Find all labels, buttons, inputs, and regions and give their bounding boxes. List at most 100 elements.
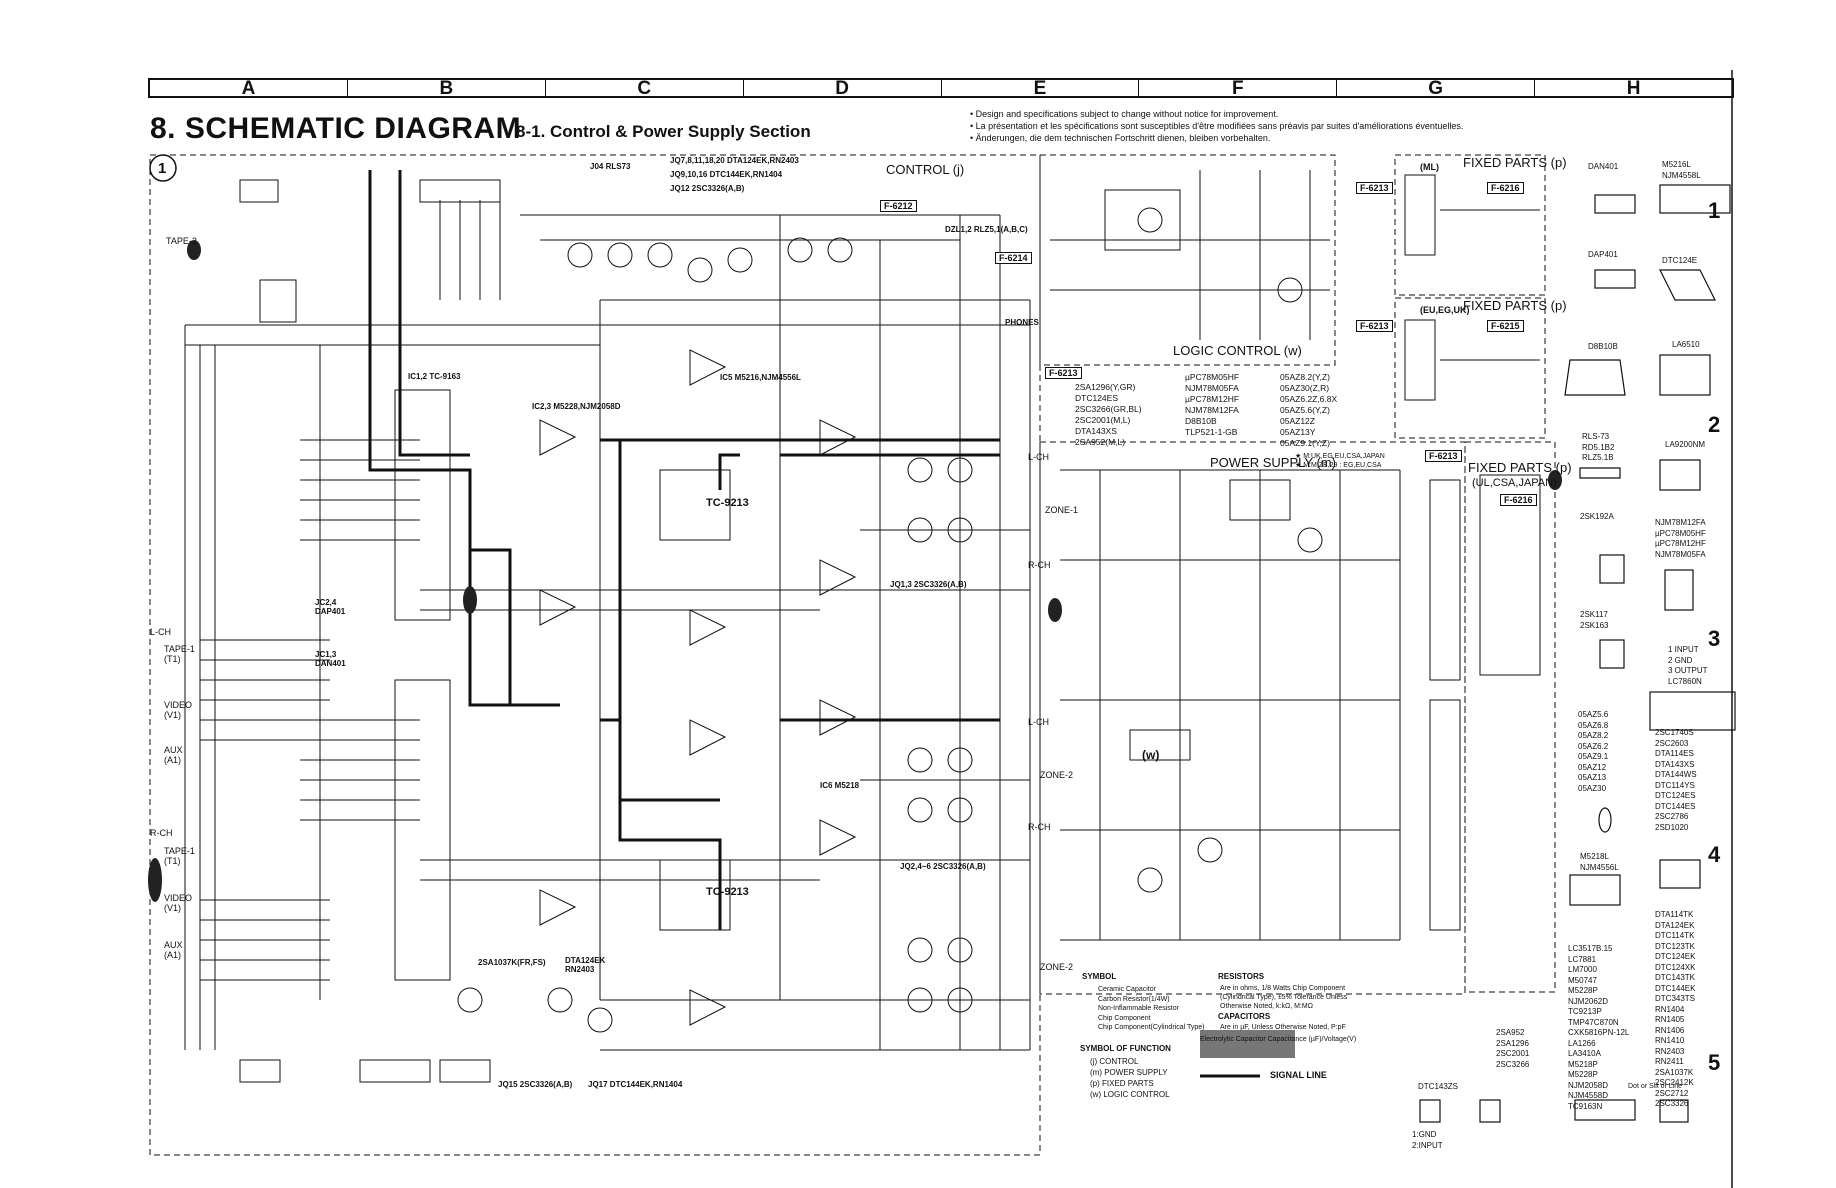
power-note: ★ M:UK,EG,EU,CSA,JAPAN <box>1295 453 1385 460</box>
ic-label: PHONES <box>1005 318 1039 327</box>
sheet-number: 1 <box>158 160 167 177</box>
part-ref: 1:GND 2:INPUT <box>1412 1130 1443 1150</box>
column-label: A <box>150 79 348 98</box>
spec-notes: • Design and specifications subject to c… <box>970 108 1463 144</box>
section-logic-control: LOGIC CONTROL (w) <box>1173 343 1302 358</box>
column-grid-header: A B C D E F G H <box>148 78 1734 98</box>
legend-text: Are in µF, Unless Otherwise Noted, P:pF <box>1220 1024 1346 1031</box>
connector-f6213: F-6213 <box>1356 320 1393 332</box>
channel-label: R-CH <box>1028 560 1051 570</box>
part-ref: LC7860N <box>1668 677 1702 686</box>
part-number: 05AZ5.6(Y,Z) <box>1280 405 1330 415</box>
column-label: F <box>1139 79 1338 98</box>
row-label: 4 <box>1708 842 1721 867</box>
input-label: TAPE-1 (T1) <box>164 846 195 866</box>
row-label: 2 <box>1708 412 1721 437</box>
legend-signal-line: SIGNAL LINE <box>1270 1070 1327 1080</box>
column-label: C <box>546 79 744 98</box>
part-number: 2SA1296(Y,GR) <box>1075 382 1136 392</box>
part-ref: LA6510 <box>1672 340 1700 349</box>
part-number: 05AZ8.2(Y,Z) <box>1280 372 1330 382</box>
region-tag: (w) <box>1142 748 1160 762</box>
part-number: µPC78M05HF <box>1185 372 1240 382</box>
column-label: B <box>348 79 546 98</box>
part-ref: 2SA952 2SA1296 2SC2001 2SC3266 <box>1496 1028 1530 1069</box>
ic-label: IC5 M5216,NJM4556L <box>720 373 801 382</box>
column-label: E <box>942 79 1140 98</box>
section-fixed-parts: FIXED PARTS (p) <box>1468 460 1572 475</box>
section-fixed-parts: FIXED PARTS (p) <box>1463 298 1567 313</box>
ic-label: DTA124EK RN2403 <box>565 956 606 974</box>
ic-label: JQ9,10,16 DTC144EK,RN1404 <box>670 170 783 179</box>
channel-label: L-CH <box>1028 452 1050 462</box>
legend-title: RESISTORS <box>1218 972 1265 981</box>
legend-item: (w) LOGIC CONTROL <box>1090 1090 1170 1099</box>
part-ref: 2SK117 2SK163 <box>1580 610 1609 630</box>
legend-item: Chip Component(Cylindrical Type) <box>1098 1024 1205 1031</box>
input-label: L-CH <box>150 627 172 637</box>
column-label: G <box>1337 79 1536 98</box>
part-ref: DAN401 <box>1588 162 1619 171</box>
column-label: D <box>744 79 942 98</box>
power-notes: ★ M:UK,EG,EU,CSA,JAPAN ★ M:M,ZB,29 : EG,… <box>1295 452 1385 470</box>
section-fixed-parts: FIXED PARTS (p) <box>1463 155 1567 170</box>
input-label: TAPE-2 <box>166 236 197 246</box>
connector-f6216: F-6216 <box>1487 182 1524 194</box>
input-label: VIDEO (V1) <box>164 700 193 720</box>
part-number: NJM78M12FA <box>1185 405 1239 415</box>
section-control: CONTROL (j) <box>886 162 965 177</box>
zone-label: ZONE-2 <box>1040 770 1074 780</box>
section-power-supply: POWER SUPPLY (m) <box>1210 455 1336 470</box>
part-number: 05AZ13Y <box>1280 427 1316 437</box>
ic-label: J04 RLS73 <box>590 162 631 171</box>
row-label: 5 <box>1708 1050 1721 1075</box>
part-ref: M5216L NJM4558L <box>1662 160 1701 180</box>
note-line: • Änderungen, die dem technischen Fortsc… <box>970 133 1271 143</box>
legend-text: Electrolytic Capacitor Capacitance (µF)/… <box>1200 1036 1357 1043</box>
part-number: 05AZ30(Z,R) <box>1280 383 1330 393</box>
input-label: VIDEO (V1) <box>164 893 193 913</box>
part-ref: D8B10B <box>1588 342 1618 351</box>
connector-f6212: F-6212 <box>880 200 917 212</box>
part-ref: LC3517B.15 LC7881 LM7000 M50747 M5228P N… <box>1568 944 1630 1111</box>
zone-label: ZONE-2 <box>1040 962 1074 972</box>
ic-tc9163-b <box>394 679 451 981</box>
input-label: AUX (A1) <box>164 745 183 765</box>
power-note: ★ M:M,ZB,29 : EG,EU,CSA <box>1295 462 1382 469</box>
input-label: AUX (A1) <box>164 940 183 960</box>
part-ref: DAP401 <box>1588 250 1618 259</box>
part-ref: DTC124E <box>1662 256 1698 265</box>
input-label: TAPE-1 (T1) <box>164 644 195 664</box>
ic-tc9213-b <box>659 859 731 931</box>
connector-f6213: F-6213 <box>1425 450 1462 462</box>
connector-f6215: F-6215 <box>1487 320 1524 332</box>
part-ref: 2SC1740S 2SC2603 DTA114ES DTA143XS DTA14… <box>1655 728 1697 832</box>
part-number: DTC124ES <box>1075 393 1118 403</box>
part-ref: NJM78M12FA µPC78M05HF µPC78M12HF NJM78M0… <box>1655 518 1706 559</box>
zone-label: ZONE-1 <box>1045 505 1079 515</box>
part-number: D8B10B <box>1185 416 1217 426</box>
part-ref: 1 INPUT 2 GND 3 OUTPUT <box>1668 645 1708 675</box>
part-ref: 05AZ5.6 05AZ6.8 05AZ8.2 05AZ6.2 05AZ9.1 … <box>1578 710 1609 793</box>
legend-item: Non-Inflammable Resistor <box>1098 1005 1179 1012</box>
ic-label: IC6 M5218 <box>820 781 860 790</box>
legend-title: SYMBOL <box>1082 972 1117 981</box>
legend-item: (j) CONTROL <box>1090 1057 1139 1066</box>
legend-item: Ceramic Capacitor <box>1098 986 1156 993</box>
ic-label: JQ1,3 2SC3326(A,B) <box>890 580 967 589</box>
part-number: 2SA952(M,L) <box>1075 437 1126 447</box>
ic-label: JQ12 2SC3326(A,B) <box>670 184 745 193</box>
legend-symbols: Ceramic Capacitor Carbon Resistor(1/4W) … <box>1098 985 1204 1033</box>
ic-label: TC-9213 <box>706 886 749 898</box>
part-ref: LA9200NM <box>1665 440 1706 449</box>
part-number: 05AZ6.2Z,6.8X <box>1280 394 1338 404</box>
part-number: 05AZ9.1(Y,Z) <box>1280 438 1330 448</box>
part-ref: 2SK192A <box>1580 512 1614 521</box>
ic-label: JQ7,8,11,18,20 DTA124EK,RN2403 <box>670 156 799 165</box>
logic-parts-col-1: 2SA1296(Y,GR) DTC124ES 2SC3266(GR,BL) 2S… <box>1075 382 1142 448</box>
logic-parts-col-3: 05AZ8.2(Y,Z) 05AZ30(Z,R) 05AZ6.2Z,6.8X 0… <box>1280 372 1337 449</box>
legend-item: (m) POWER SUPPLY <box>1090 1068 1168 1077</box>
column-label: H <box>1626 78 1641 99</box>
note-line: • Design and specifications subject to c… <box>970 109 1279 119</box>
legend-item: Carbon Resistor(1/4W) <box>1098 995 1170 1003</box>
